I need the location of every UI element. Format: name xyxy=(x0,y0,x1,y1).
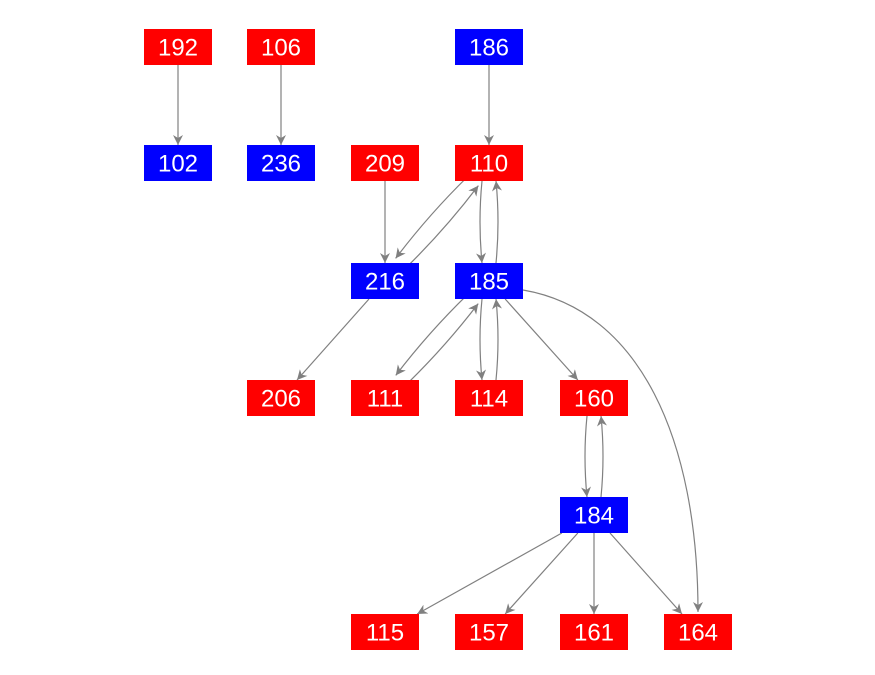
node-label: 157 xyxy=(469,620,509,647)
edge-184-to-115 xyxy=(416,532,563,615)
node-box xyxy=(247,145,315,181)
edge-110-to-185 xyxy=(476,180,487,264)
edge-114-to-185 xyxy=(492,298,502,381)
node-box xyxy=(455,29,523,65)
nodes-layer: 192 106 186 102 236 209 110 216 185 206 111 114 160 1… xyxy=(144,29,732,650)
node-box xyxy=(455,263,523,299)
edge-184-to-164 xyxy=(609,532,683,615)
node-216[interactable]: 216 xyxy=(351,263,419,299)
node-box xyxy=(247,29,315,65)
node-label: 160 xyxy=(574,386,614,413)
edges-layer xyxy=(173,65,703,615)
node-206[interactable]: 206 xyxy=(247,380,315,416)
node-157[interactable]: 157 xyxy=(455,614,523,650)
edge-160-to-184 xyxy=(581,415,591,498)
node-label: 102 xyxy=(158,151,198,178)
node-label: 206 xyxy=(261,386,301,413)
node-label: 111 xyxy=(367,386,403,413)
node-box xyxy=(455,614,523,650)
node-label: 192 xyxy=(158,35,198,62)
node-box xyxy=(247,380,315,416)
node-box xyxy=(351,380,419,416)
edge-185-to-164 xyxy=(522,289,703,613)
node-box xyxy=(144,29,212,65)
node-box xyxy=(560,380,628,416)
node-161[interactable]: 161 xyxy=(560,614,628,650)
node-label: 209 xyxy=(365,151,405,178)
edge-184-to-160 xyxy=(597,415,607,498)
node-box xyxy=(351,263,419,299)
edge-110-to-216 xyxy=(395,175,469,259)
node-184[interactable]: 184 xyxy=(560,497,628,533)
node-box xyxy=(351,614,419,650)
node-box xyxy=(351,145,419,181)
node-236[interactable]: 236 xyxy=(247,145,315,181)
node-label: 114 xyxy=(470,386,508,413)
node-192[interactable]: 192 xyxy=(144,29,212,65)
node-box xyxy=(455,145,523,181)
edge-216-to-206 xyxy=(296,298,370,381)
edge-185-to-111 xyxy=(395,293,469,376)
node-115[interactable]: 115 xyxy=(351,614,419,650)
edge-185-to-114 xyxy=(476,298,486,381)
node-label: 185 xyxy=(469,269,509,296)
node-label: 115 xyxy=(366,620,404,647)
node-label: 236 xyxy=(261,151,301,178)
node-label: 164 xyxy=(678,620,718,647)
edge-185-to-160 xyxy=(504,298,579,381)
node-label: 184 xyxy=(574,503,614,530)
node-box xyxy=(560,497,628,533)
node-111[interactable]: 111 xyxy=(351,380,419,416)
node-209[interactable]: 209 xyxy=(351,145,419,181)
node-106[interactable]: 106 xyxy=(247,29,315,65)
node-102[interactable]: 102 xyxy=(144,145,212,181)
node-164[interactable]: 164 xyxy=(664,614,732,650)
edge-216-to-110 xyxy=(405,185,479,269)
node-box xyxy=(455,380,523,416)
edge-111-to-185 xyxy=(405,303,479,386)
node-label: 161 xyxy=(574,620,614,647)
node-box xyxy=(144,145,212,181)
edge-185-to-110 xyxy=(491,180,502,264)
node-box xyxy=(560,614,628,650)
node-label: 106 xyxy=(261,35,301,62)
edge-184-to-157 xyxy=(504,532,579,615)
node-box xyxy=(664,614,732,650)
node-160[interactable]: 160 xyxy=(560,380,628,416)
node-label: 186 xyxy=(469,35,509,62)
node-label: 216 xyxy=(365,269,405,296)
node-186[interactable]: 186 xyxy=(455,29,523,65)
node-185[interactable]: 185 xyxy=(455,263,523,299)
node-114[interactable]: 114 xyxy=(455,380,523,416)
node-110[interactable]: 110 xyxy=(455,145,523,181)
node-label: 110 xyxy=(470,151,508,178)
